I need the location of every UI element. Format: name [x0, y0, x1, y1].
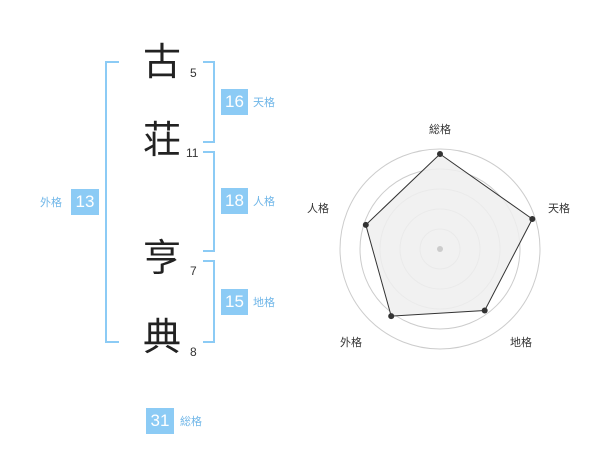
gaikaku-bracket: [105, 61, 119, 343]
radar-label-soukaku: 総格: [429, 123, 451, 136]
radar-point: [437, 151, 443, 157]
name-char-1: 古: [143, 40, 182, 84]
gaikaku-badge: 13: [71, 189, 99, 215]
radar-polygon: [365, 153, 533, 317]
stroke-count-2: 11: [186, 146, 199, 160]
radar-label-gaikaku: 外格: [340, 336, 362, 349]
jinkaku-badge: 18: [221, 188, 248, 214]
jinkaku-label: 人格: [253, 195, 275, 208]
name-char-4: 典: [143, 315, 182, 359]
soukaku-label: 総格: [180, 415, 202, 428]
tenkaku-bracket: [203, 61, 215, 143]
radar-point: [362, 221, 369, 228]
radar-points: [362, 151, 536, 320]
gaikaku-label: 外格: [40, 196, 62, 209]
radar-point: [481, 307, 488, 314]
radar-point: [529, 216, 536, 222]
chikaku-badge: 15: [221, 289, 248, 315]
radar-label-jinkaku: 人格: [307, 202, 329, 215]
radar-ring: [339, 148, 541, 350]
radar-label-chikaku: 地格: [510, 336, 532, 349]
stroke-count-4: 8: [190, 345, 197, 359]
tenkaku-label: 天格: [253, 96, 275, 109]
jinkaku-bracket: [203, 151, 215, 252]
radar-point: [388, 313, 395, 320]
tenkaku-badge: 16: [221, 89, 248, 115]
stroke-count-1: 5: [190, 66, 197, 80]
chikaku-label: 地格: [253, 296, 275, 309]
radar-center-dot: [437, 246, 443, 252]
name-char-2: 荘: [143, 118, 182, 162]
radar-label-tenkaku: 天格: [548, 202, 570, 215]
name-char-3: 亨: [143, 236, 182, 280]
chikaku-bracket: [203, 260, 215, 343]
soukaku-badge: 31: [146, 408, 174, 434]
stroke-count-3: 7: [190, 264, 197, 278]
